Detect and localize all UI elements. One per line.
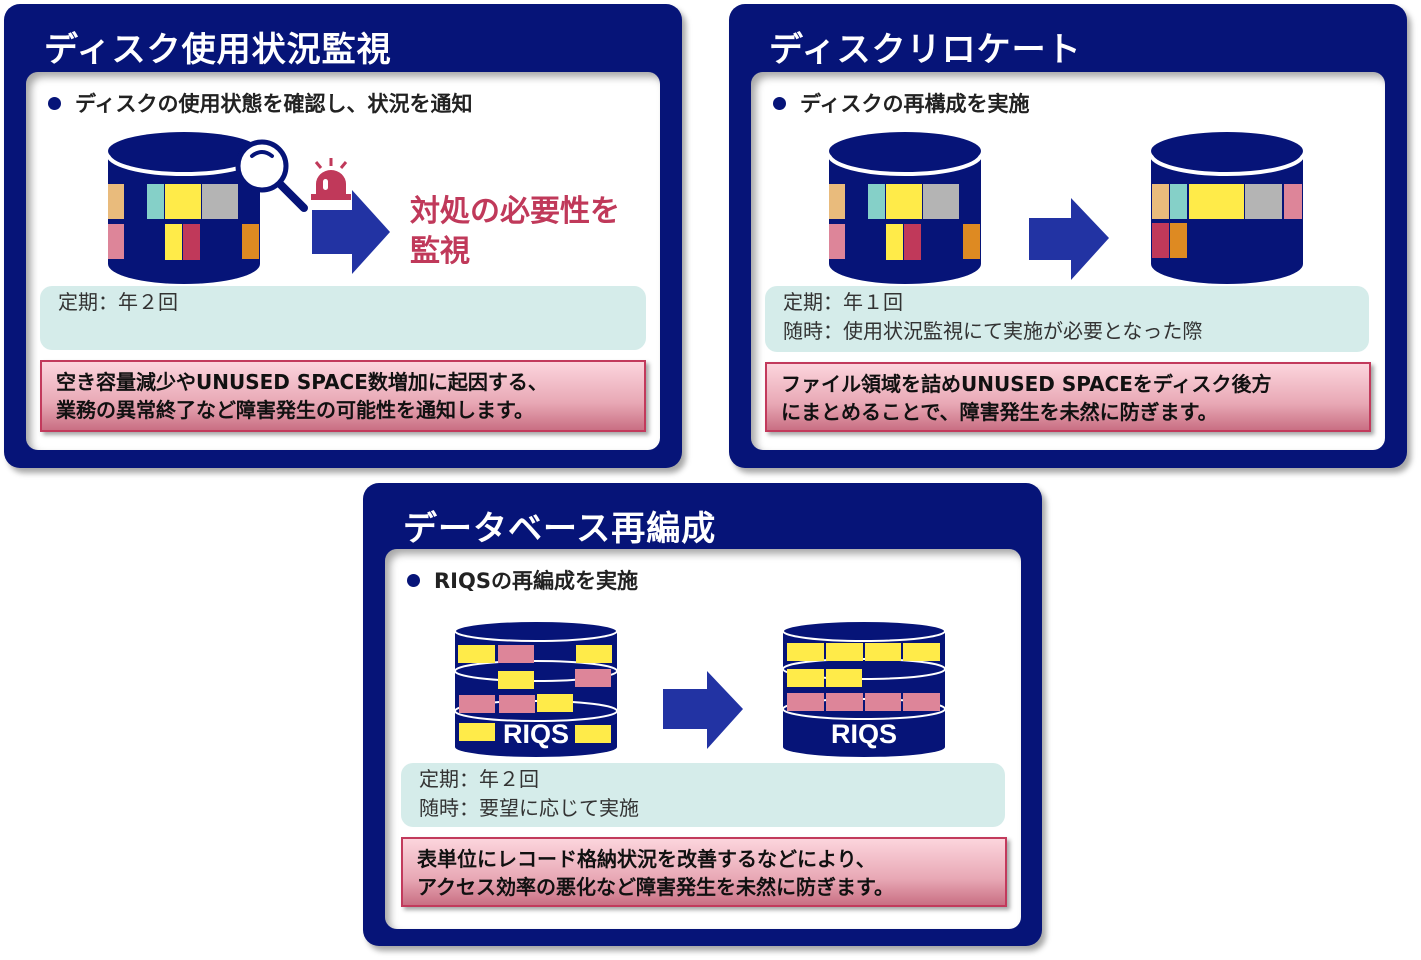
note-line: 業務の異常終了など障害発生の可能性を通知します。 [56, 398, 534, 422]
bullet-text: ディスクの再構成を実施 [800, 92, 1030, 116]
bullet-dot-icon [407, 573, 420, 587]
panel-disk-usage-monitoring: ディスク使用状況監視 ディスクの使用状態を確認し、状況を通知 [4, 4, 682, 468]
bullet-item: RIQSの再編成を実施 [407, 565, 638, 595]
database-before-icon: RIQS [454, 620, 618, 757]
panel-title: ディスク使用状況監視 [44, 30, 392, 70]
panel-title: ディスクリロケート [769, 30, 1082, 70]
panel-card: RIQSの再編成を実施 RIQS [385, 549, 1021, 929]
arrow-right-icon [312, 190, 390, 274]
schedule-box: 定期：年１回 随時：使用状況監視にて実施が必要となった際 [765, 286, 1369, 352]
callout-text: 対処の必要性を 監視 [410, 192, 620, 272]
database-before-icon [827, 132, 983, 284]
schedule-line: 定期：年１回 [783, 290, 903, 314]
bullet-dot-icon [773, 96, 786, 110]
riqs-label: RIQS [503, 719, 569, 749]
note-box: ファイル領域を詰めUNUSED SPACEをディスク後方 にまとめることで、障害… [765, 362, 1371, 432]
callout-line: 監視 [410, 234, 470, 269]
schedule-line: 定期：年２回 [419, 767, 539, 791]
note-line: ファイル領域を詰めUNUSED SPACEをディスク後方 [781, 372, 1272, 396]
bullet-item: ディスクの再構成を実施 [773, 88, 1030, 118]
note-line: にまとめることで、障害発生を未然に防ぎます。 [781, 400, 1218, 424]
callout-line: 対処の必要性を [410, 194, 620, 229]
bullet-dot-icon [48, 96, 61, 110]
schedule-line: 随時：使用状況監視にて実施が必要となった際 [783, 319, 1203, 343]
database-icon [106, 132, 262, 284]
schedule-box: 定期：年２回 随時：要望に応じて実施 [401, 763, 1005, 827]
magnifier-icon [235, 139, 308, 212]
panel-card: ディスクの再構成を実施 [751, 72, 1385, 450]
bullet-text: ディスクの使用状態を確認し、状況を通知 [75, 92, 473, 116]
note-line: アクセス効率の悪化など障害発生を未然に防ぎます。 [417, 875, 894, 899]
note-box: 空き容量減少やUNUSED SPACE数増加に起因する、 業務の異常終了など障害… [40, 360, 646, 432]
schedule-line: 随時：要望に応じて実施 [419, 796, 639, 820]
note-line: 空き容量減少やUNUSED SPACE数増加に起因する、 [56, 370, 548, 394]
schedule-box: 定期：年２回 [40, 286, 646, 350]
schedule-line: 定期：年２回 [58, 290, 178, 314]
panel-database-reorganization: データベース再編成 RIQSの再編成を実施 RIQS [363, 483, 1042, 946]
panel-card: ディスクの使用状態を確認し、状況を通知 [26, 72, 660, 450]
bullet-item: ディスクの使用状態を確認し、状況を通知 [48, 88, 473, 118]
panel-disk-relocate: ディスクリロケート ディスクの再構成を実施 [729, 4, 1407, 468]
note-line: 表単位にレコード格納状況を改善するなどにより、 [417, 847, 876, 871]
database-after-icon: RIQS [782, 620, 946, 757]
riqs-label: RIQS [831, 719, 897, 749]
database-after-icon [1149, 132, 1305, 284]
arrow-right-icon [1029, 198, 1109, 280]
siren-icon [311, 158, 351, 200]
note-box: 表単位にレコード格納状況を改善するなどにより、 アクセス効率の悪化など障害発生を… [401, 837, 1007, 907]
bullet-text: RIQSの再編成を実施 [434, 569, 638, 593]
panel-title: データベース再編成 [403, 509, 717, 549]
arrow-right-icon [663, 671, 743, 749]
